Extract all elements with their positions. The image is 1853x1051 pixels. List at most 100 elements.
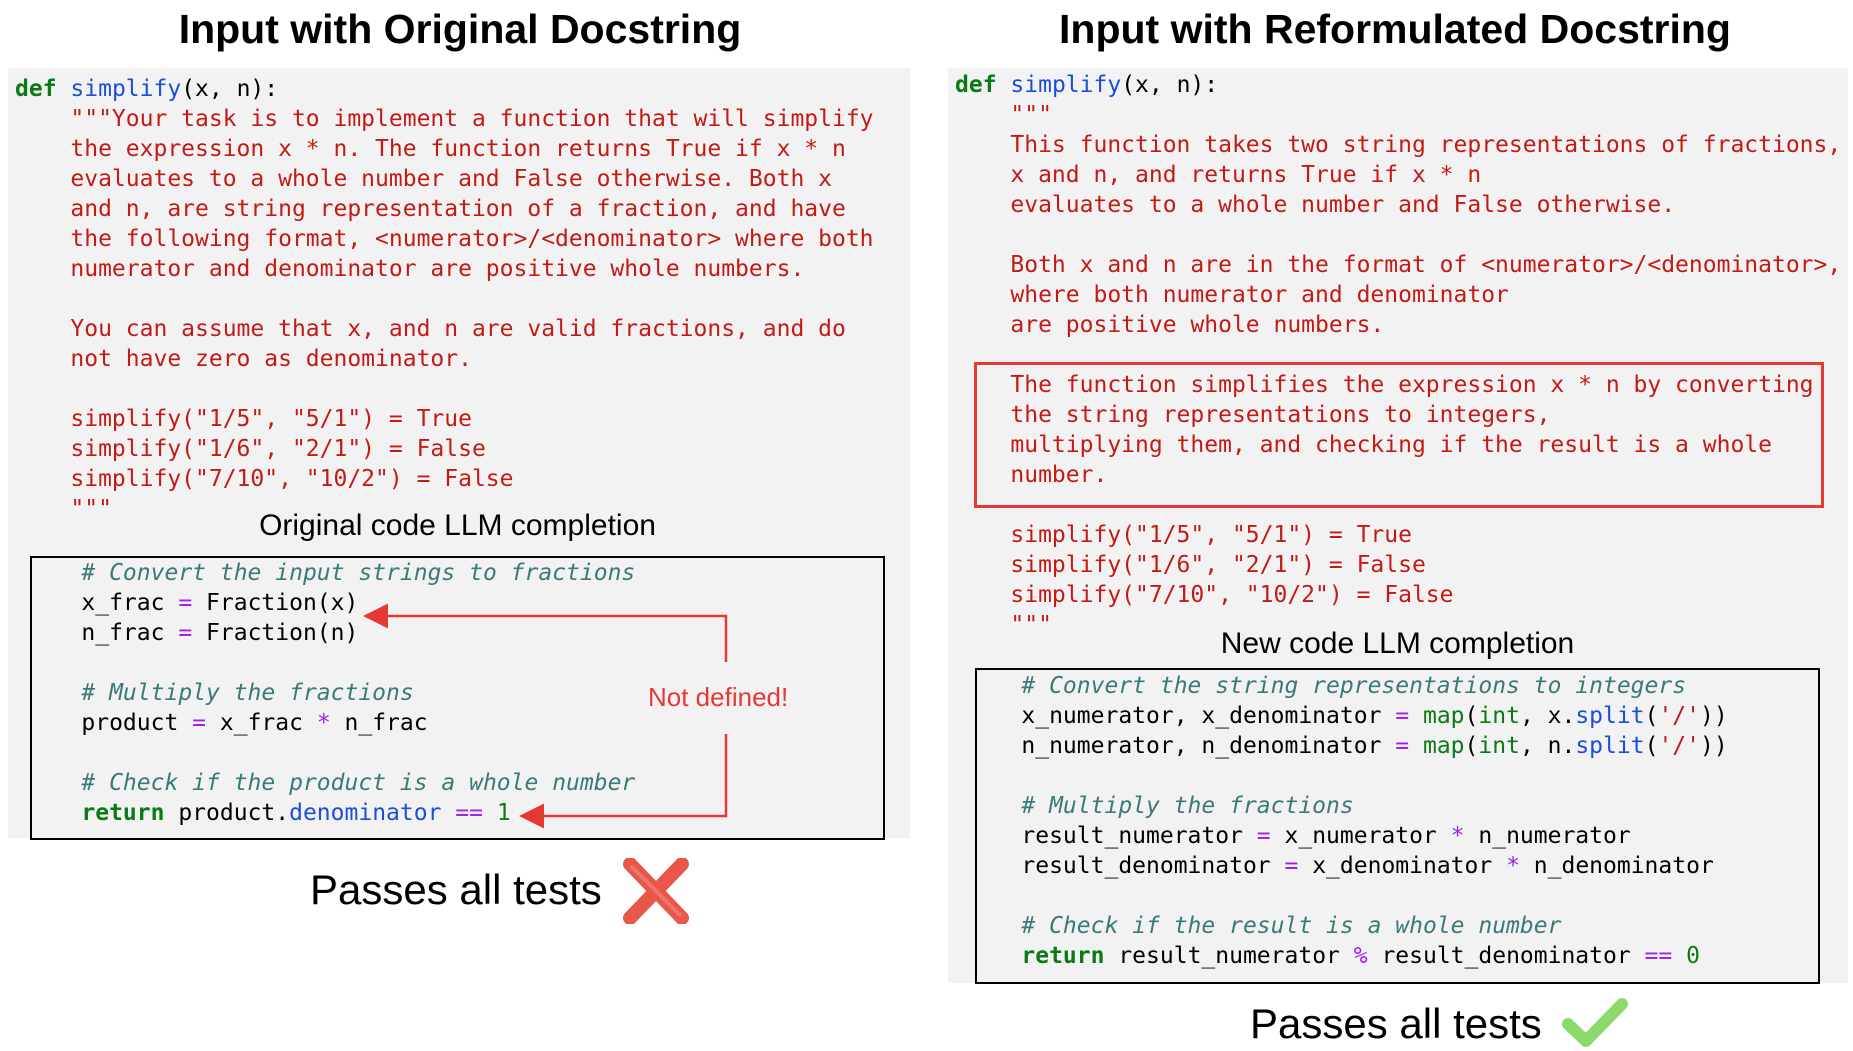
code-token: = xyxy=(1256,823,1271,849)
left-result: Passes all tests xyxy=(310,866,602,914)
code-token: (x, n): xyxy=(1121,72,1219,98)
code-token: numerator and denominator are positive w… xyxy=(15,256,805,282)
code-token: ( xyxy=(1464,733,1479,759)
code-token: '/' xyxy=(1658,733,1700,759)
code-token: # Check if the product is a whole number xyxy=(26,770,636,796)
code-line: def simplify(x, n): xyxy=(15,74,874,104)
code-line: n_numerator, n_denominator = map(int, n.… xyxy=(966,731,1728,761)
code-token: number. xyxy=(955,462,1108,488)
code-line: # Convert the string representations to … xyxy=(966,671,1728,701)
code-line: # Multiply the fractions xyxy=(26,678,635,708)
code-token: You can assume that x, and n are valid f… xyxy=(15,316,846,342)
code-line: not have zero as denominator. xyxy=(15,344,874,374)
code-token: and n, are string representation of a fr… xyxy=(15,196,846,222)
arrow-to-denominator xyxy=(519,734,728,829)
code-token: simplify("7/10", "10/2") = False xyxy=(15,466,514,492)
left-title: Input with Original Docstring xyxy=(178,6,742,52)
added-explanation-highlight xyxy=(974,362,1824,508)
code-line: """ xyxy=(15,494,874,524)
code-token: denominator xyxy=(289,800,442,826)
code-token: Fraction(x) xyxy=(192,590,359,616)
code-token: simplify xyxy=(70,76,182,102)
code-token: def xyxy=(15,76,57,102)
code-token: simplify("1/5", "5/1") = True xyxy=(15,406,472,432)
code-token: result_denominator xyxy=(966,853,1285,879)
right-result: Passes all tests xyxy=(1250,1000,1542,1048)
code-line: where both numerator and denominator xyxy=(955,280,1841,310)
code-token: = xyxy=(178,590,193,616)
code-token: not have zero as denominator. xyxy=(15,346,472,372)
code-token: """ xyxy=(15,496,112,522)
code-token: = xyxy=(1284,853,1299,879)
code-token: n_frac xyxy=(26,620,179,646)
code-token xyxy=(1672,943,1686,969)
code-line: n_frac = Fraction(n) xyxy=(26,618,635,648)
left-completion-box xyxy=(30,556,885,840)
code-line: The function simplifies the expression x… xyxy=(955,370,1841,400)
code-token: 0 xyxy=(1686,943,1700,969)
code-token: the expression x * n. The function retur… xyxy=(15,136,846,162)
code-line: return result_numerator % result_denomin… xyxy=(966,941,1728,971)
code-token: are positive whole numbers. xyxy=(955,312,1385,338)
code-token: = xyxy=(1395,703,1410,729)
left-result-label: Passes all tests xyxy=(310,866,602,913)
code-token: n_numerator, n_denominator xyxy=(966,733,1396,759)
code-token: x_numerator, x_denominator xyxy=(966,703,1396,729)
code-token: # Multiply the fractions xyxy=(966,793,1354,819)
code-token: int xyxy=(1478,733,1520,759)
code-token: def xyxy=(955,72,997,98)
code-line: x_numerator, x_denominator = map(int, x.… xyxy=(966,701,1727,731)
code-token: 1 xyxy=(496,800,511,826)
not-defined-annotation: Not defined! xyxy=(648,682,789,712)
code-line: the expression x * n. The function retur… xyxy=(15,134,874,164)
code-token: simplify("7/10", "10/2") = False xyxy=(955,582,1454,608)
check-mark-icon xyxy=(1562,998,1628,1047)
code-line: Both x and n are in the format of <numer… xyxy=(955,250,1841,280)
code-token: return xyxy=(966,943,1105,969)
code-token: Both x and n are in the format of <numer… xyxy=(955,252,1842,278)
code-line: # Check if the product is a whole number xyxy=(26,768,635,798)
code-line: and n, are string representation of a fr… xyxy=(15,194,874,224)
code-token: result_numerator xyxy=(1104,943,1354,969)
code-token: evaluates to a whole number and False ot… xyxy=(955,192,1676,218)
code-token: * xyxy=(316,710,331,736)
code-line: the string representations to integers, xyxy=(955,400,1841,430)
code-token: x_frac xyxy=(206,710,317,736)
right-reformulated-docstring-code: def simplify(x, n): """ This function ta… xyxy=(955,70,1841,640)
code-token: , n. xyxy=(1519,733,1576,759)
code-line: x and n, and returns True if x * n xyxy=(955,160,1841,190)
code-line: number. xyxy=(955,460,1841,490)
code-line: # Check if the result is a whole number xyxy=(966,911,1728,941)
right-completion-box xyxy=(975,668,1820,984)
code-token: * xyxy=(1450,823,1465,849)
code-line: You can assume that x, and n are valid f… xyxy=(15,314,874,344)
code-token: ( xyxy=(1644,733,1659,759)
code-token: map xyxy=(1422,703,1465,729)
arrow-to-fraction-call xyxy=(363,603,728,662)
code-line xyxy=(966,761,1728,791)
code-token: simplify("1/5", "5/1") = True xyxy=(955,522,1412,548)
code-token: split xyxy=(1575,733,1645,759)
code-token: map xyxy=(1422,733,1465,759)
right-completion-caption: New code LLM completion xyxy=(1220,627,1575,660)
code-token: ( xyxy=(1464,703,1479,729)
code-line: product = x_frac * n_frac xyxy=(26,708,635,738)
code-token: # Check if the result is a whole number xyxy=(966,913,1562,939)
right-completion-code: # Convert the string representations to … xyxy=(966,671,1728,971)
code-line: multiplying them, and checking if the re… xyxy=(955,430,1841,460)
code-token: x_denominator xyxy=(1298,853,1507,879)
code-line: return product.denominator == 1 xyxy=(26,798,635,828)
code-line: simplify("1/6", "2/1") = False xyxy=(955,550,1841,580)
code-token: simplify("1/6", "2/1") = False xyxy=(955,552,1426,578)
code-token: )) xyxy=(1699,733,1728,759)
code-line: evaluates to a whole number and False ot… xyxy=(15,164,874,194)
code-token: = xyxy=(1395,733,1410,759)
code-line: This function takes two string represent… xyxy=(955,130,1841,160)
code-token: x and n, and returns True if x * n xyxy=(955,162,1482,188)
code-token: """Your task is to implement a function … xyxy=(15,106,874,132)
code-line xyxy=(966,881,1728,911)
code-token: return xyxy=(26,800,165,826)
code-token xyxy=(1409,703,1423,729)
code-token: the following format, <numerator>/<denom… xyxy=(15,226,874,252)
code-line: # Multiply the fractions xyxy=(966,791,1728,821)
